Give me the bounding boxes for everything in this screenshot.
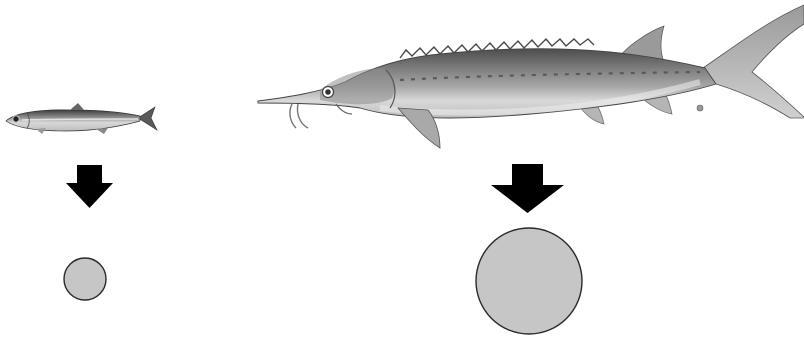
large-egg-circle: [476, 228, 582, 334]
down-arrow-icon: [66, 165, 113, 208]
sturgeon-illustration: [258, 5, 804, 148]
down-arrow-icon: [491, 164, 564, 213]
small-fish-illustration: [6, 103, 157, 134]
small-egg-circle: [64, 258, 106, 300]
